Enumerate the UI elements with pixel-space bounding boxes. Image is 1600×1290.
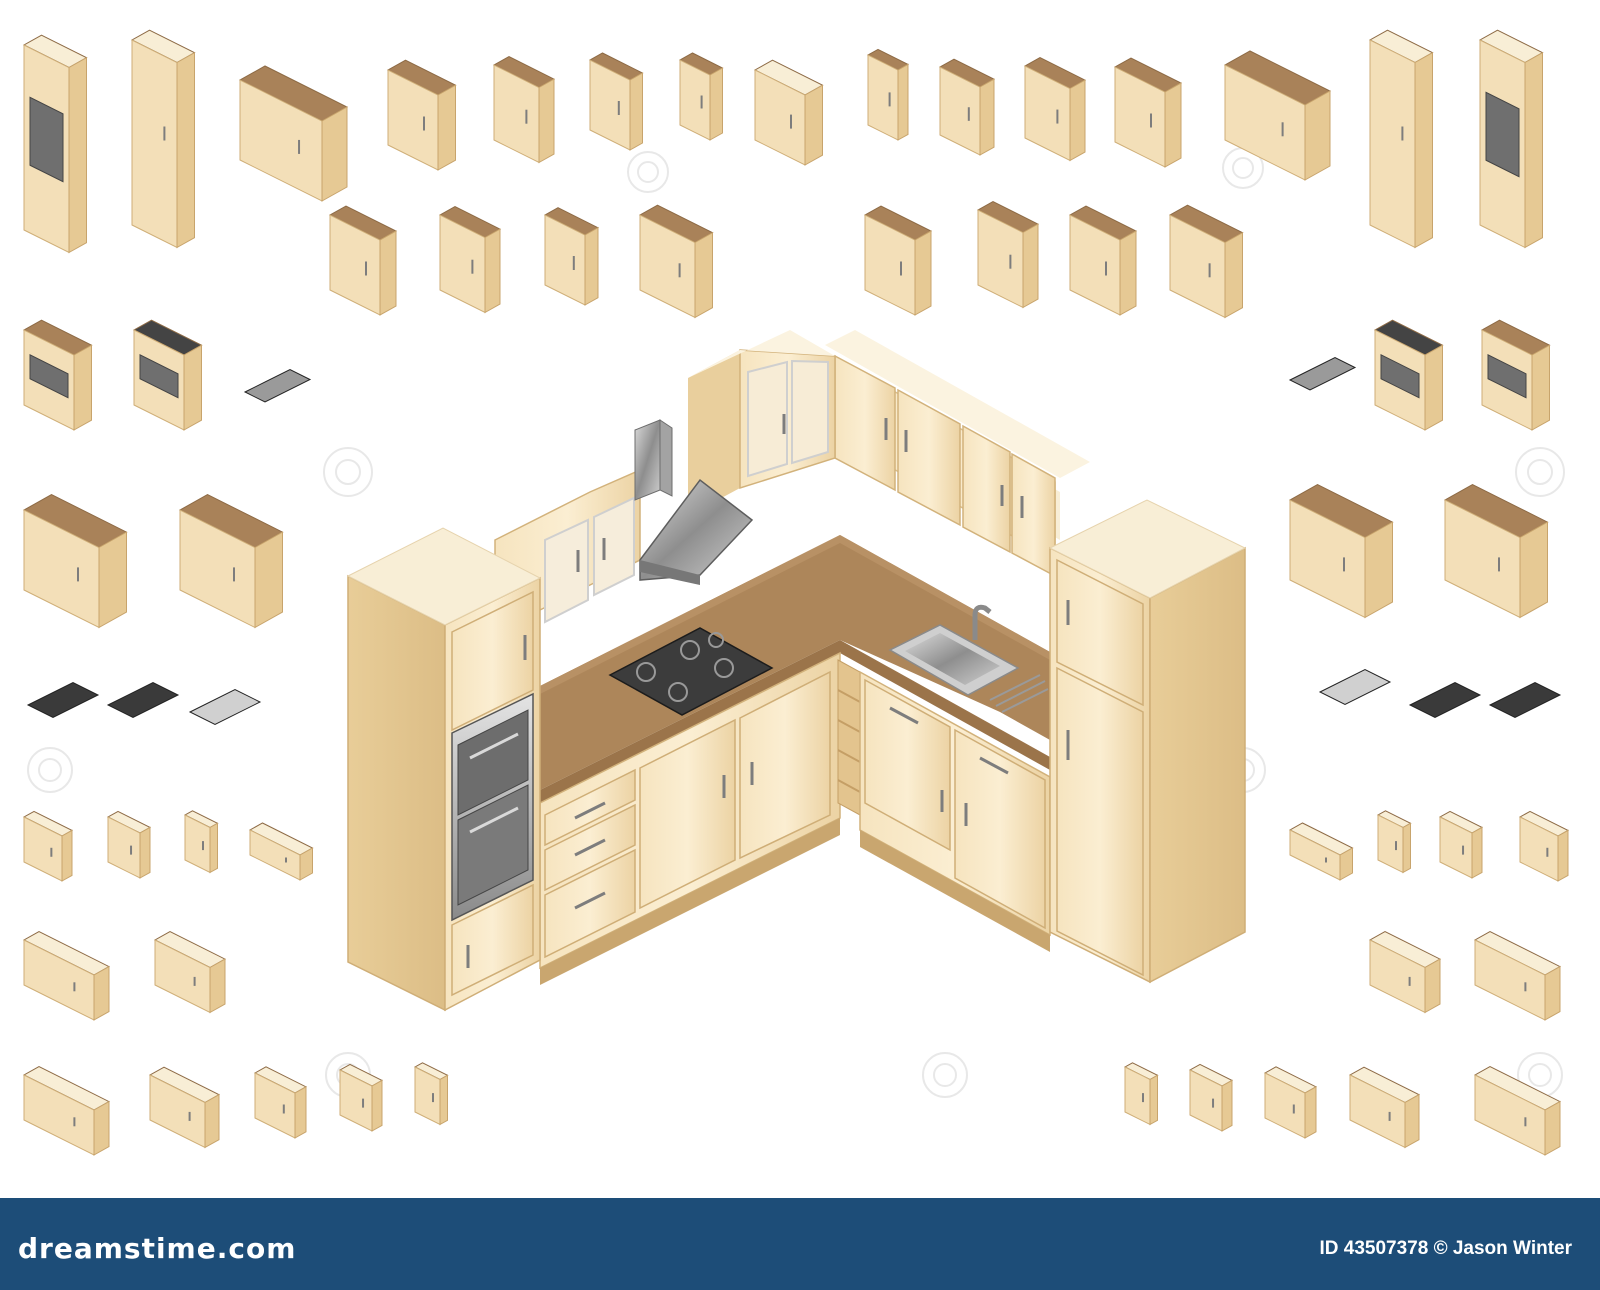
range-hood (634, 419, 754, 585)
oven-base-cabinet (22, 319, 93, 431)
oven-base-cabinet (1480, 319, 1551, 431)
oven-door (139, 353, 179, 399)
oven-door (1487, 353, 1527, 399)
drawer-base-cabinet (1068, 205, 1138, 316)
tall-pantry-cabinet (130, 29, 196, 249)
image-id-credit: ID 43507378 © Jason Winter (1319, 1238, 1572, 1259)
base-cabinet (492, 56, 556, 164)
cooktop-icon (1408, 681, 1482, 719)
corner-glass-cabinet (688, 330, 836, 516)
glass-wall-cabinet (253, 1066, 308, 1139)
sink-island-cabinet (1443, 484, 1549, 619)
range-hood-icon (1288, 356, 1357, 391)
corner-base-cabinet (753, 59, 824, 166)
wine-rack-cabinet (866, 48, 910, 141)
tall-oven-cabinet (1478, 29, 1544, 249)
cooktop (608, 627, 774, 716)
oven-door (1485, 91, 1520, 178)
base-cabinet (938, 58, 996, 156)
cooktop-island-cabinet (178, 494, 284, 629)
upper-wall-cabinets-right (825, 330, 1090, 578)
drawer-base-cabinet (976, 201, 1040, 309)
glass-wall-cabinet (22, 1066, 111, 1156)
drawer-base-cabinet (863, 205, 933, 316)
glass-wall-cabinet (338, 1063, 384, 1132)
wall-cabinet-small (22, 810, 74, 882)
sink-icon (188, 688, 262, 726)
sink-icon (1318, 668, 1392, 706)
glass-wall-cabinet (1263, 1066, 1318, 1139)
wall-cabinet-slim (183, 810, 219, 874)
cooktop-island-cabinet (1288, 484, 1394, 619)
base-cabinet-wide (1223, 50, 1332, 181)
base-cabinet-double (386, 59, 457, 171)
wall-cabinet-small (1438, 810, 1484, 879)
glass-wall-cabinet (1188, 1063, 1234, 1132)
glass-wall-cabinet (1348, 1066, 1421, 1149)
drawer-base-cabinet (638, 204, 714, 319)
glass-wall-cabinet (413, 1062, 449, 1126)
oven-door (29, 353, 69, 399)
oven-door (1380, 353, 1420, 399)
base-cabinet (1023, 57, 1087, 162)
glass-wall-cabinet (1473, 1066, 1562, 1156)
base-cabinets-left (539, 651, 861, 985)
wall-cabinet-low (248, 822, 314, 881)
oven-door (29, 96, 64, 183)
tall-oven-cabinet (22, 34, 88, 254)
sink-island-cabinet (22, 494, 128, 629)
wall-cabinet-small (106, 810, 152, 879)
cooktop-icon (106, 681, 180, 719)
wall-cabinet-slim (1376, 810, 1412, 874)
base-cabinets-right (859, 670, 1051, 952)
glass-wall-cabinet (148, 1066, 221, 1149)
drawer-base-cabinet (1168, 204, 1244, 319)
base-cabinet-double (1113, 57, 1183, 168)
glass-wall-cabinet (1123, 1062, 1159, 1126)
cabinet-catalog (22, 29, 1570, 1156)
base-cabinet-wide (238, 65, 349, 202)
wall-cabinet-double (1368, 931, 1442, 1014)
drawer-base-cabinet (543, 207, 600, 306)
kitchen-cabinet-illustration (22, 29, 1570, 1156)
tall-pantry-cabinet (1048, 499, 1247, 984)
footer-bar: dreamstime.com ID 43507378 © Jason Winte… (0, 1198, 1600, 1290)
range-base-cabinet (132, 319, 203, 431)
wall-cabinet-low (1288, 822, 1354, 881)
range-base-cabinet (1373, 319, 1444, 431)
wall-cabinet-small (1518, 810, 1570, 882)
wall-cabinet-double (1473, 931, 1562, 1021)
range-hood-icon (243, 368, 312, 403)
kitchen-sink (888, 604, 1049, 713)
main-kitchen-assembly (346, 330, 1247, 1012)
wall-cabinet-double (153, 931, 227, 1014)
tall-oven-pantry-cabinet (346, 527, 542, 1012)
base-cabinet-slim (678, 52, 724, 141)
brand-logo[interactable]: dreamstime.com (18, 1232, 297, 1265)
wall-cabinet-double (22, 931, 111, 1021)
drawer-base-cabinet (438, 206, 502, 314)
drawer-base-cabinet (328, 205, 398, 316)
cooktop-icon (26, 681, 100, 719)
tall-pantry-cabinet (1368, 29, 1434, 249)
cooktop-icon (1488, 681, 1562, 719)
countertop (540, 535, 1050, 803)
base-cabinet-narrow (588, 52, 644, 151)
